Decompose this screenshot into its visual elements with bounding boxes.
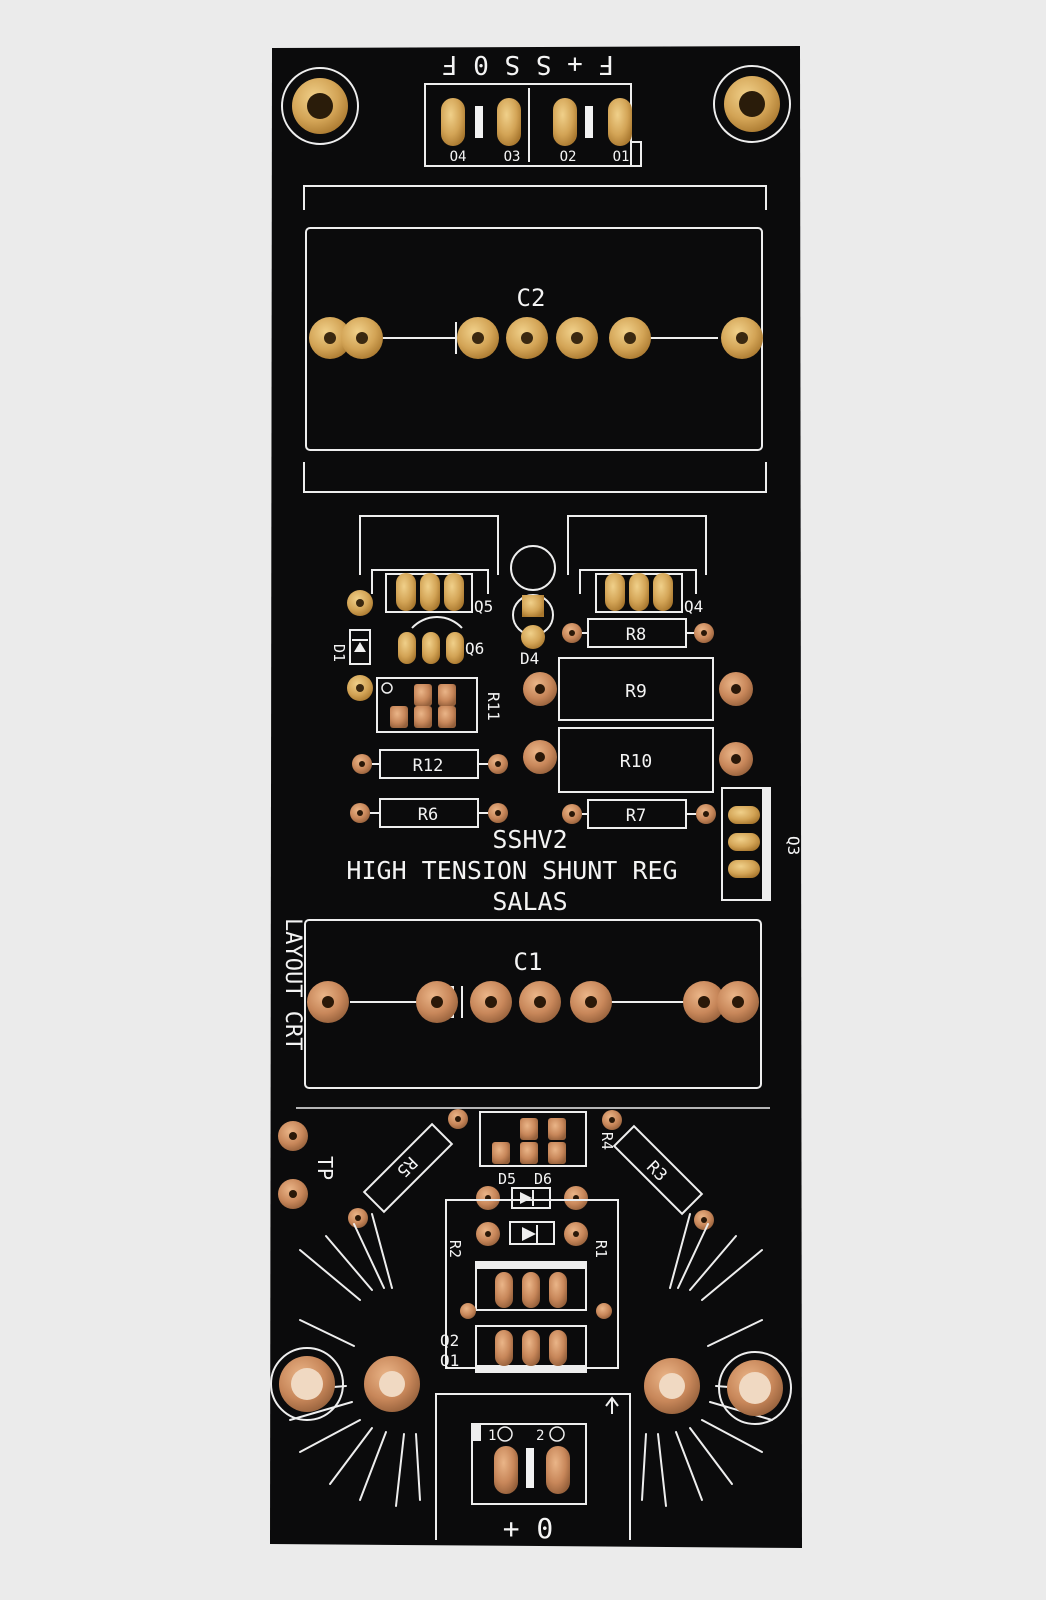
output-pin-labels: O4 O3 O2 O1	[450, 149, 630, 165]
label-r12: R12	[413, 756, 444, 776]
label-d5: D5	[498, 1170, 516, 1188]
label-tp: TP	[313, 1156, 337, 1180]
label-o1: O1	[613, 149, 630, 165]
q4-pads	[605, 573, 673, 611]
test-points	[278, 1121, 308, 1209]
d1	[347, 590, 373, 701]
r8	[562, 618, 714, 648]
pad-o3	[497, 98, 521, 146]
q5-pads	[396, 573, 464, 611]
heatsink-pad-left	[364, 1356, 420, 1412]
label-c1: C1	[514, 948, 543, 976]
output-header-labels: F + S S 0 F	[442, 49, 614, 79]
r5: R5	[348, 1109, 468, 1228]
label-r4: R4	[598, 1132, 616, 1150]
label-q2: Q2	[440, 1331, 459, 1350]
output-pads	[441, 98, 632, 146]
input-labels: + 0	[503, 1512, 554, 1545]
label-d1: D1	[330, 644, 348, 662]
pcb-board	[270, 46, 802, 1548]
label-r10: R10	[620, 751, 653, 772]
label-r2: R2	[446, 1240, 464, 1258]
q2	[460, 1261, 612, 1319]
label-o4: O4	[450, 149, 467, 165]
label-q1: Q1	[440, 1351, 459, 1370]
d4	[512, 594, 554, 649]
label-r9: R9	[625, 681, 647, 702]
c2-pads	[309, 317, 763, 359]
heatsink-pad-right	[644, 1358, 700, 1414]
r11	[376, 677, 478, 733]
board-title-line2: HIGH TENSION SHUNT REG	[346, 856, 677, 885]
label-r11: R11	[484, 692, 503, 721]
d5-d6	[476, 1186, 588, 1246]
label-r6: R6	[418, 805, 438, 825]
mounting-hole-bottom-left	[270, 1347, 344, 1421]
side-text: LAYOUT CRT	[280, 918, 305, 1050]
label-o2: O2	[560, 149, 577, 165]
label-d6: D6	[534, 1170, 552, 1188]
q4-outline	[567, 515, 707, 613]
label-r8: R8	[626, 625, 646, 645]
q3	[721, 787, 771, 901]
r10	[523, 727, 753, 793]
label-q3: Q3	[784, 836, 803, 855]
r7	[562, 799, 716, 829]
label-r7: R7	[626, 806, 646, 826]
input-connector-outline	[435, 1393, 631, 1540]
mounting-hole-bottom-right	[718, 1351, 792, 1425]
label-c2: C2	[517, 284, 546, 312]
q6	[398, 616, 464, 664]
pad-o4	[441, 98, 465, 146]
label-d4: D4	[520, 649, 539, 668]
mounting-hole-top-left	[281, 67, 359, 145]
mounting-hole-top-right	[713, 65, 791, 143]
label-r1: R1	[592, 1240, 610, 1258]
input-pin-label-2: 2	[536, 1428, 544, 1444]
label-q5: Q5	[474, 597, 493, 616]
label-o3: O3	[504, 149, 521, 165]
pad-o2	[553, 98, 577, 146]
heatsink-left-outline	[289, 1213, 421, 1507]
ref-circle	[510, 545, 556, 591]
r12	[352, 749, 508, 779]
q1	[475, 1325, 587, 1373]
r4	[479, 1111, 587, 1167]
pad-o1	[608, 98, 632, 146]
label-q4: Q4	[684, 597, 703, 616]
board-title-line1: SSHV2	[492, 825, 567, 854]
input-pads	[494, 1426, 570, 1494]
r6	[350, 798, 508, 828]
board-title-line3: SALAS	[492, 887, 567, 916]
c1-pads	[307, 981, 759, 1023]
r9	[523, 657, 753, 721]
input-pin-label-1: 1	[488, 1428, 496, 1444]
label-q6: Q6	[465, 639, 484, 658]
